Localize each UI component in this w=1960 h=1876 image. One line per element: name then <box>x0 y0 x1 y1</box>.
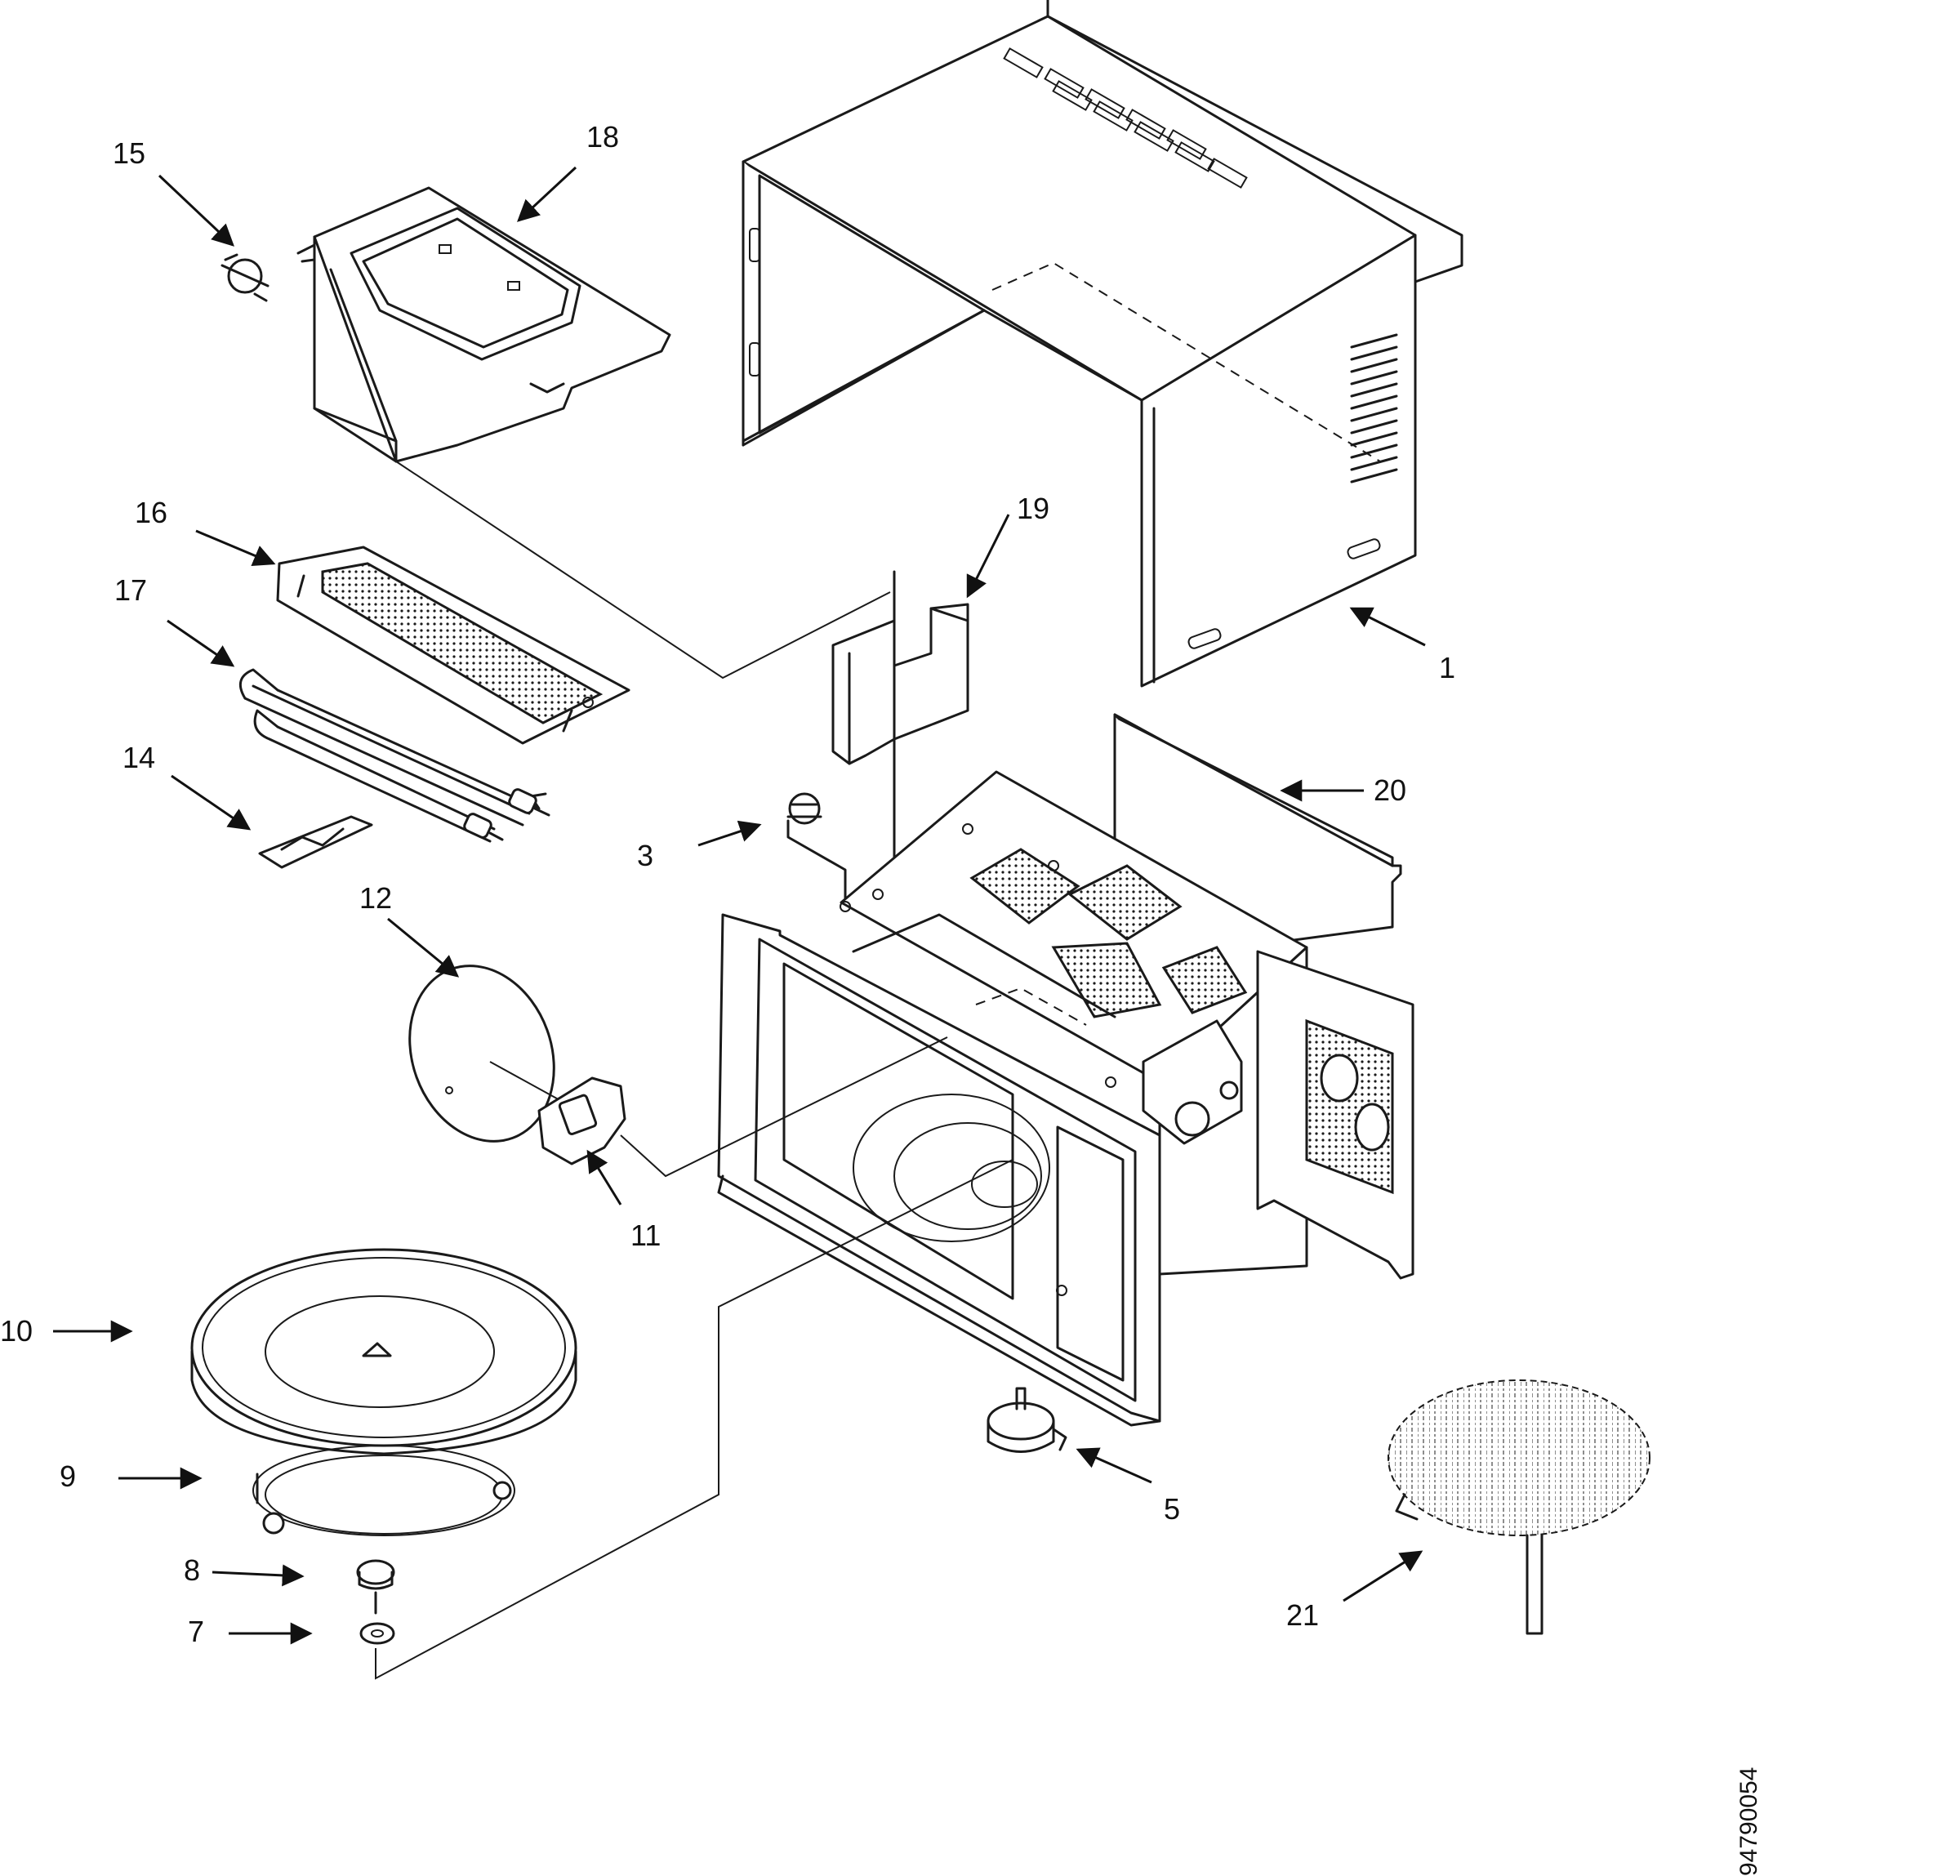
callout-21: 21 <box>1286 1598 1320 1632</box>
stirrer-mount <box>537 1036 948 1178</box>
callout-19: 19 <box>1017 492 1050 525</box>
leader-18 <box>395 461 891 680</box>
outer-cabinet <box>742 0 1463 688</box>
callout-9: 9 <box>60 1459 77 1493</box>
oven-cavity <box>717 770 1414 1427</box>
thermostat-17 <box>220 253 270 302</box>
document-number: 94790054 <box>1735 1767 1762 1876</box>
callout-14: 14 <box>122 741 156 774</box>
callout-10: 10 <box>0 1314 33 1348</box>
side-vent-slots <box>749 228 1398 649</box>
callout-20: 20 <box>1374 773 1407 807</box>
callout-8: 8 <box>184 1553 201 1587</box>
callout-17: 15 <box>113 136 146 170</box>
heater-reflector <box>296 186 671 463</box>
bracket-19 <box>831 570 969 867</box>
heater-cover <box>276 546 630 745</box>
turntable-motor <box>987 1387 1067 1453</box>
callout-16: 16 <box>135 496 168 529</box>
callout-11: 11 <box>630 1219 662 1252</box>
glass-tray <box>190 1248 577 1455</box>
callout-12: 12 <box>359 881 393 915</box>
thermal-cutout-3 <box>786 792 847 904</box>
callout-15: 17 <box>114 573 148 607</box>
callout-3: 3 <box>637 839 654 872</box>
washer <box>359 1159 1013 1680</box>
roller-ring <box>252 1445 515 1536</box>
turntable-coupler <box>356 1559 395 1615</box>
callout-7: 7 <box>188 1615 205 1648</box>
heating-elements <box>238 668 550 843</box>
callout-arrows <box>53 166 1426 1645</box>
mica-bracket <box>258 815 373 869</box>
callout-1: 1 <box>1439 651 1456 684</box>
top-vent-slots <box>1003 47 1248 189</box>
callout-18: 18 <box>586 120 620 154</box>
cooking-rack <box>1388 1379 1650 1635</box>
callout-5: 5 <box>1164 1492 1181 1526</box>
